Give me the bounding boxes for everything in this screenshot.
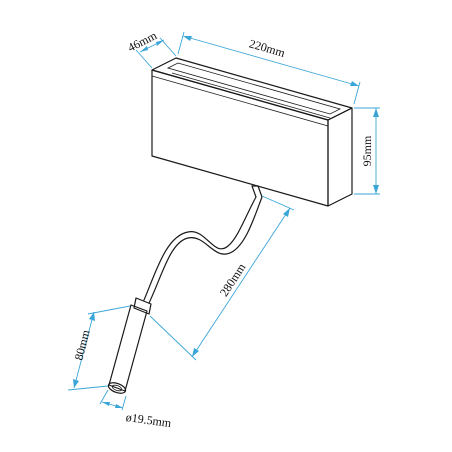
dimension-width: 220mm: [177, 31, 361, 105]
dimension-arm-length-line: [191, 207, 291, 358]
dimension-width-line: [182, 35, 360, 87]
lamp-front-face: [151, 69, 329, 207]
arm-outline-lower: [148, 185, 263, 304]
label-head-diameter: ø19.5mm: [125, 410, 173, 430]
dimension-head-diameter: ø19.5mm: [99, 389, 173, 430]
lamp-front-lip: [151, 75, 329, 127]
arm-outline-upper: [143, 185, 257, 301]
dimension-arm-length: 280mm: [149, 195, 295, 361]
label-arm-length: 280mm: [217, 260, 249, 299]
head-cylinder: [108, 304, 148, 392]
lamp-side-face: [327, 107, 353, 207]
flexible-arm: [143, 185, 263, 304]
lamp-light-slot: [166, 62, 342, 115]
head-lens: [107, 382, 127, 394]
lamp-slot-edge: [171, 72, 331, 119]
head-lens-inner: [111, 384, 123, 392]
lamp-top-face: [151, 57, 353, 121]
label-width: 220mm: [248, 36, 288, 60]
lamp-body: [151, 57, 353, 207]
reading-head: [107, 297, 152, 394]
dimension-height: 95mm: [354, 107, 380, 195]
head-neck: [133, 297, 152, 315]
dimension-head-length-line: [73, 311, 95, 389]
label-height: 95mm: [360, 135, 374, 166]
label-head-length: 80mm: [72, 328, 93, 362]
dimension-head-length: 80mm: [67, 305, 131, 391]
